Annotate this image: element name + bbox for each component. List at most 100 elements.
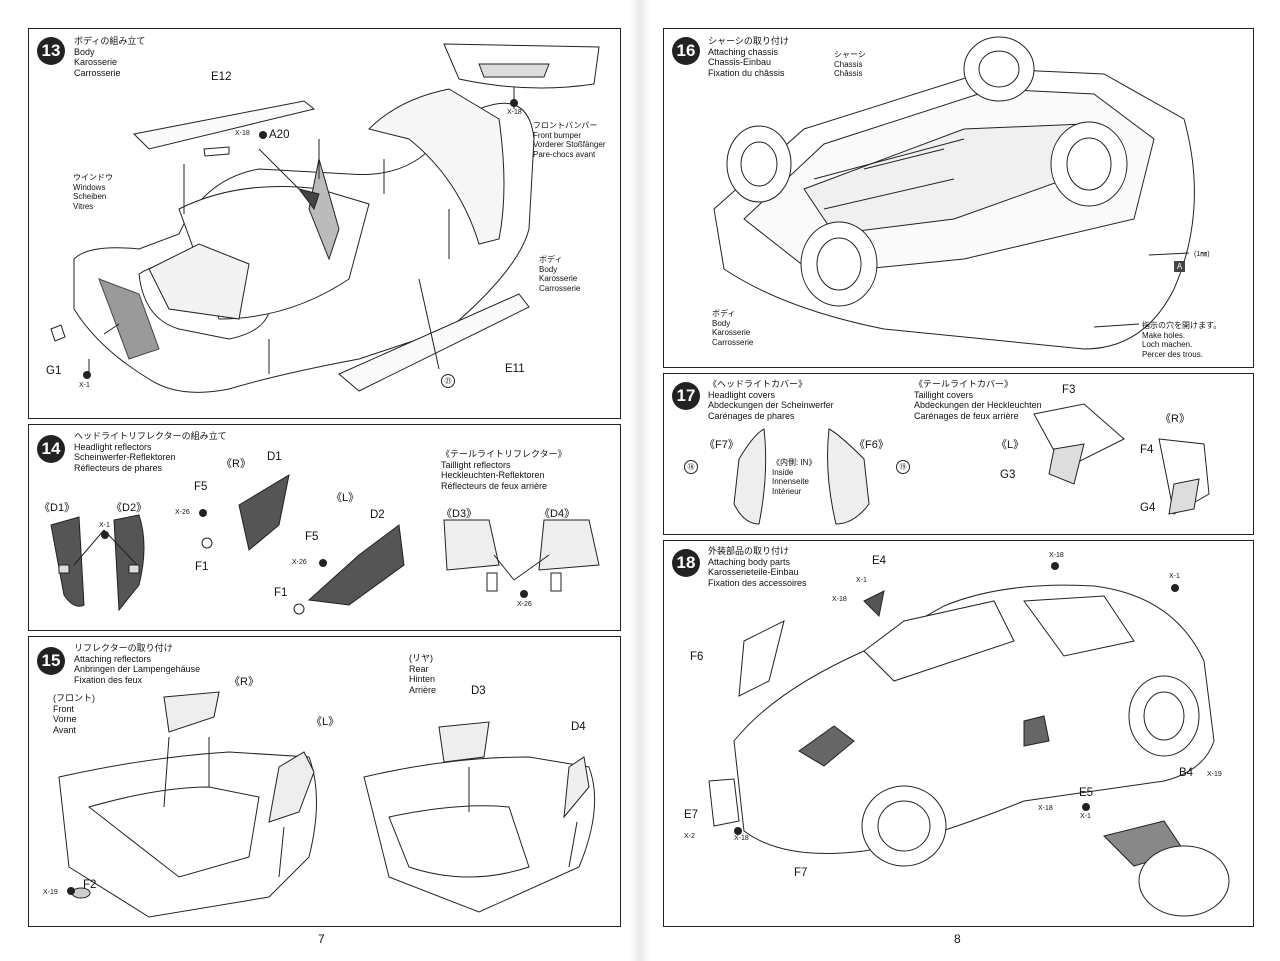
drill-size-label: (1㎜) [1194, 251, 1210, 258]
step-13-panel: 13 ボディの組み立て Body Karosserie Carrosserie [28, 28, 621, 419]
screw-x19-label: X-19 [1207, 771, 1222, 778]
screw-x2-label: X-2 [684, 833, 695, 840]
screw-x1-dot-c [1082, 803, 1090, 811]
screw-x18-dot-b [1051, 562, 1059, 570]
part-f5-label-b: F5 [305, 531, 319, 543]
label-f6-variant: 《F6》 [854, 439, 889, 451]
part-e7-label: E7 [684, 809, 699, 821]
screw-x26-label-c: X-26 [517, 601, 532, 608]
label-left: 《L》 [996, 439, 1025, 451]
part-d1-label: D1 [267, 451, 282, 463]
part-g4-label: G4 [1140, 502, 1156, 514]
label-d2-variant: 《D2》 [111, 502, 148, 514]
step-13-number: 13 [37, 37, 65, 65]
part-f4-label: F4 [1140, 444, 1154, 456]
screw-x18-dot [259, 131, 267, 139]
screw-x1-dot [101, 531, 109, 539]
step-13-header: ボディの組み立て Body Karosserie Carrosserie [74, 36, 146, 78]
label-f7-variant: 《F7》 [704, 439, 739, 451]
make-holes-label: 指示の穴を開けます。Make holes.Loch machen.Percer … [1142, 321, 1222, 359]
label-right: 《R》 [1160, 413, 1190, 425]
part-g1-label: G1 [46, 365, 62, 377]
screw-x1-label-a: X-1 [856, 577, 867, 584]
reference-18: ⑱ [684, 460, 698, 474]
step-18-body-parts-diagram [708, 584, 1230, 917]
screw-x19-label: X-19 [43, 889, 58, 896]
step-14-reflector-diagram [50, 473, 600, 615]
part-f1-label-a: F1 [195, 561, 209, 573]
page-number-left: 7 [318, 932, 325, 946]
page-gutter [630, 0, 650, 961]
step-16-number: 16 [672, 37, 700, 65]
step-15-attach-diagram [58, 691, 596, 918]
screw-x18-label: X-18 [235, 130, 250, 137]
screw-x26-label-b: X-26 [292, 559, 307, 566]
part-a-box: A [1174, 261, 1185, 272]
screw-x18-label-d: X-18 [1038, 805, 1053, 812]
screw-x19-dot [67, 887, 75, 895]
part-f2-label: F2 [83, 879, 97, 891]
step-17-number: 17 [672, 382, 700, 410]
screw-x1-label-b: X-1 [1169, 573, 1180, 580]
label-right: 《R》 [221, 458, 251, 470]
label-left: 《L》 [311, 716, 340, 728]
part-d2-label: D2 [370, 509, 385, 521]
step-13-body-diagram [50, 43, 600, 393]
screw-x26-dot-a [199, 509, 207, 517]
screw-x26-label-a: X-26 [175, 509, 190, 516]
screw-x1-label: X-1 [79, 382, 90, 389]
part-f6-label: F6 [690, 651, 704, 663]
screw-x1-dot-b [1171, 584, 1179, 592]
screw-x18-label-c: X-18 [734, 835, 749, 842]
part-f1-label-b: F1 [274, 587, 288, 599]
screw-x26-dot-b [319, 559, 327, 567]
part-f3-label: F3 [1062, 384, 1076, 396]
label-d1-variant: 《D1》 [39, 502, 76, 514]
part-d4-label: D4 [571, 721, 586, 733]
step-14-number: 14 [37, 435, 65, 463]
part-d3-label: D3 [471, 685, 486, 697]
part-e4-label: E4 [872, 555, 887, 567]
reference-19: ⑲ [896, 460, 910, 474]
step-15-number: 15 [37, 647, 65, 675]
step-17-covers-diagram [733, 403, 1210, 525]
screw-x18-dot-c [734, 827, 742, 835]
screw-x18-label-b: X-18 [1049, 552, 1064, 559]
part-f5-label-a: F5 [194, 481, 208, 493]
label-right: 《R》 [229, 676, 259, 688]
page-number-right: 8 [954, 932, 961, 946]
screw-x18-bumper-dot [510, 99, 518, 107]
part-e5-label: E5 [1079, 787, 1094, 799]
screw-x1-label-c: X-1 [1080, 813, 1091, 820]
part-b4-label: B4 [1179, 767, 1194, 779]
screw-x1-label: X-1 [99, 522, 110, 529]
part-e11-label: E11 [505, 363, 525, 375]
screw-x18-bumper-label: X-18 [507, 109, 522, 116]
label-d4-variant: 《D4》 [539, 508, 576, 520]
part-g3-label: G3 [1000, 469, 1016, 481]
label-left: 《L》 [331, 492, 360, 504]
reference-21: ㉑ [441, 374, 455, 388]
part-e12-label: E12 [211, 71, 232, 83]
label-d3-variant: 《D3》 [441, 508, 478, 520]
screw-x1-dot [83, 371, 91, 379]
part-f7-label: F7 [794, 867, 808, 879]
